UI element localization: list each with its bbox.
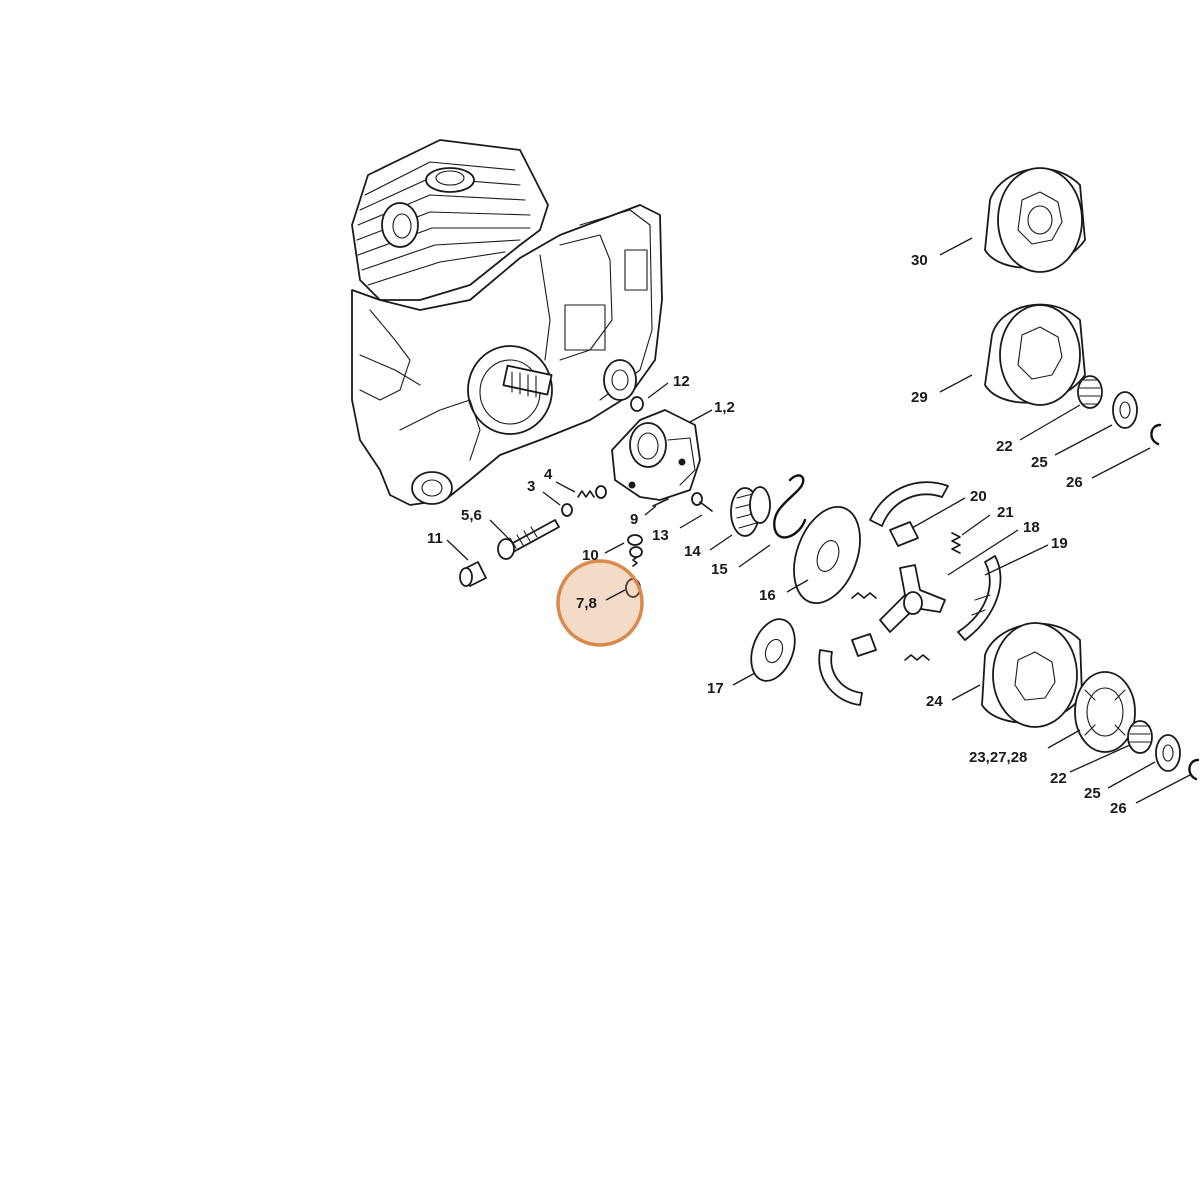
clutch-drum-24 — [981, 622, 1083, 728]
callout-25-lower: 25 — [1084, 785, 1101, 802]
ring-10 — [627, 534, 643, 558]
rim-sprocket-23-27-28 — [1074, 671, 1136, 753]
callout-5-6: 5,6 — [461, 507, 482, 524]
callout-26: 26 — [1066, 474, 1083, 491]
needle-cage-22b — [1127, 720, 1153, 754]
washer-17 — [750, 618, 796, 682]
clutch-shoe-20 — [889, 521, 919, 547]
spring-4 — [577, 485, 607, 499]
needle-cage-22a — [1077, 375, 1103, 409]
washer-25a — [1112, 391, 1138, 429]
highlight-circle — [556, 559, 644, 647]
oil-pump-housing — [611, 409, 701, 501]
clutch-shoe-19 — [957, 555, 1002, 641]
worm-14 — [730, 486, 771, 537]
sleeve-11 — [459, 561, 487, 587]
clutch-spider-18 — [879, 564, 946, 633]
callout-24: 24 — [926, 693, 943, 710]
washer-25b — [1155, 734, 1181, 772]
callout-1-2: 1,2 — [714, 399, 735, 416]
callout-18: 18 — [1023, 519, 1040, 536]
callout-21: 21 — [997, 504, 1014, 521]
callout-9: 9 — [630, 511, 638, 528]
spring-21 — [951, 532, 961, 554]
callout-19: 19 — [1051, 535, 1068, 552]
e-clip-26b — [1188, 758, 1200, 781]
cover-disc-16 — [793, 506, 861, 604]
clutch-shoe-lower — [818, 633, 877, 706]
e-clip-26a — [1150, 423, 1162, 446]
callout-14: 14 — [684, 543, 701, 560]
callout-3: 3 — [527, 478, 535, 495]
callout-22: 22 — [996, 438, 1013, 455]
spring-clip-15 — [773, 474, 807, 539]
leader-lines — [446, 237, 1191, 804]
callout-12: 12 — [673, 373, 690, 390]
engine-crankcase — [351, 139, 663, 506]
screw-13 — [691, 492, 713, 512]
clutch-drum-30 — [984, 167, 1086, 273]
callout-16: 16 — [759, 587, 776, 604]
callout-26-lower: 26 — [1110, 800, 1127, 817]
callout-23-27-28: 23,27,28 — [969, 749, 1027, 766]
spring-lower — [904, 654, 930, 661]
callout-17: 17 — [707, 680, 724, 697]
nut-12 — [630, 396, 644, 412]
callout-20: 20 — [970, 488, 987, 505]
callout-4: 4 — [544, 466, 553, 483]
callout-25: 25 — [1031, 454, 1048, 471]
clutch-shoe-upper — [869, 481, 949, 527]
worm-shaft-5-6 — [497, 519, 560, 560]
spring-center — [851, 592, 877, 599]
callout-7-8: 7,8 — [576, 595, 597, 612]
callout-15: 15 — [711, 561, 728, 578]
washer-3 — [561, 503, 573, 517]
callout-13: 13 — [652, 527, 669, 544]
callout-29: 29 — [911, 389, 928, 406]
callout-11: 11 — [427, 530, 443, 547]
callout-10: 10 — [582, 547, 599, 564]
callout-22-lower: 22 — [1050, 770, 1067, 787]
clutch-drum-29 — [984, 303, 1086, 406]
callout-30: 30 — [911, 252, 928, 269]
callout-labels: 30 29 22 25 26 12 1,2 4 3 5,6 11 9 13 10… — [427, 252, 1127, 817]
pin-9 — [652, 498, 669, 507]
